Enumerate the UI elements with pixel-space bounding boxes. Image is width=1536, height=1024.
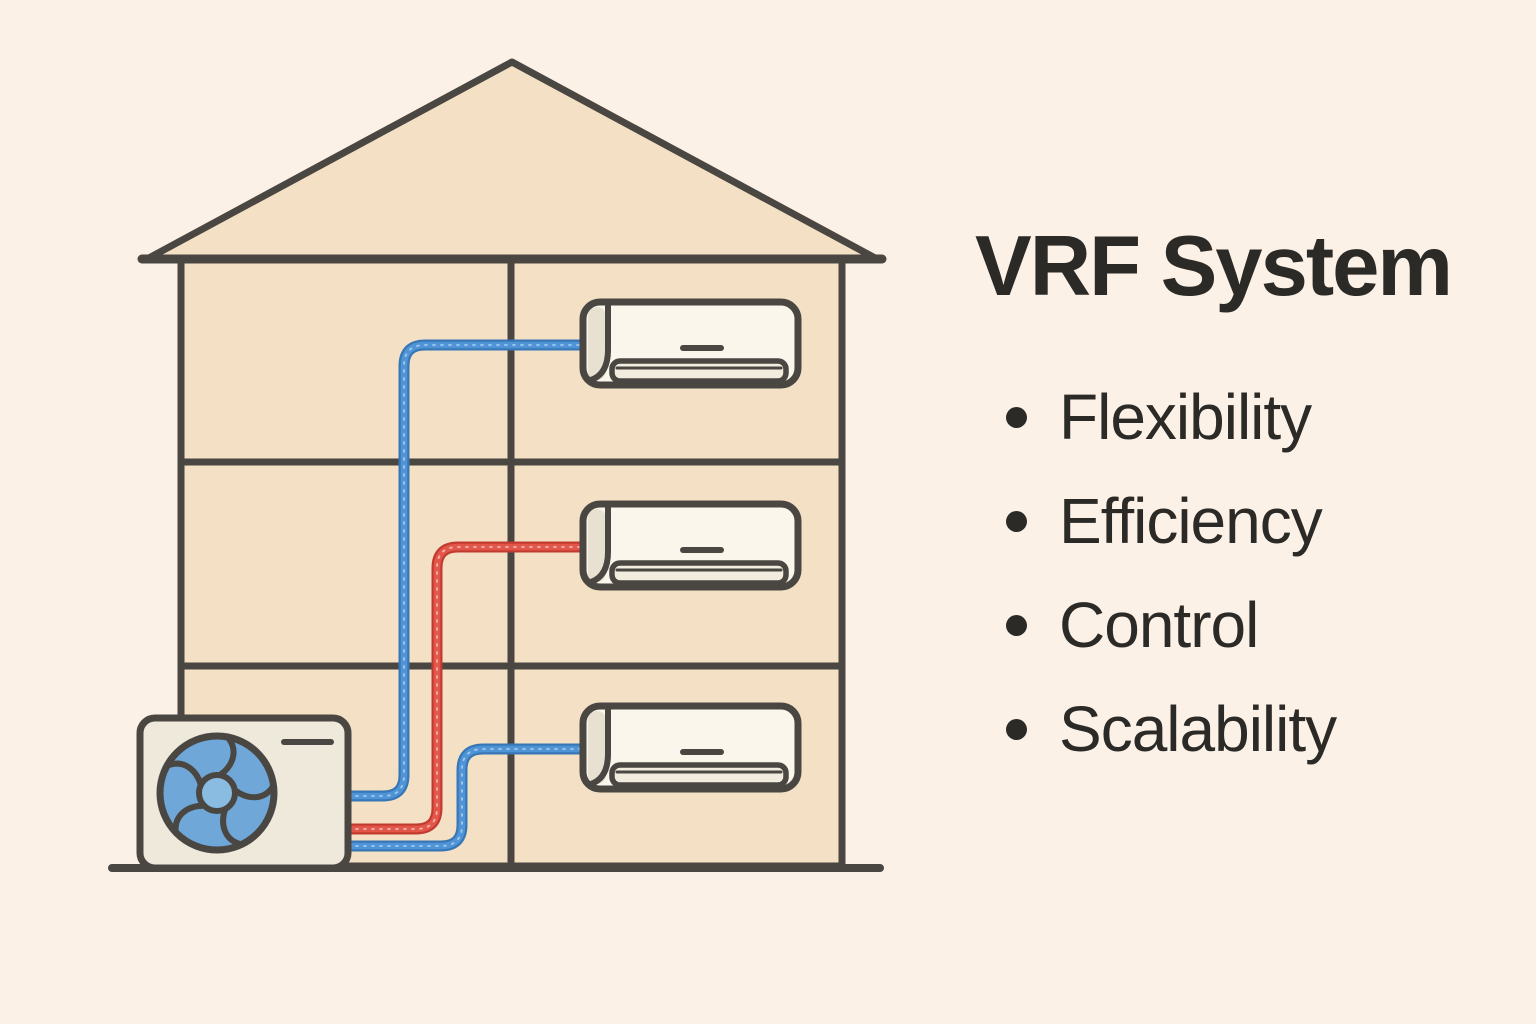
page-title: VRF System [975,219,1453,314]
vrf-house-diagram [108,58,887,872]
bullet-dot-icon [1006,615,1027,636]
refrigerant-pipe-blue-bottom [342,743,596,852]
outdoor-condenser-unit-icon [136,714,352,872]
benefit-item-scalability: Scalability [975,697,1337,761]
bullet-dot-icon [1006,511,1027,532]
fan-icon [156,732,278,854]
refrigerant-pipe-red-middle [342,541,596,835]
benefits-list: Flexibility Efficiency Control Scalabili… [975,385,1337,802]
roof [143,58,881,263]
benefit-item-control: Control [975,593,1336,657]
indoor-ac-unit-middle [583,504,798,587]
benefit-label: Efficiency [1059,485,1323,557]
refrigerant-pipe-blue-top [342,339,596,802]
indoor-ac-unit-top [583,302,798,385]
benefit-label: Control [1059,589,1259,661]
refrigerant-pipes [342,339,596,852]
indoor-ac-unit-bottom [583,706,798,789]
benefit-item-efficiency: Efficiency [975,489,1336,553]
benefit-item-flexibility: Flexibility [975,385,1336,449]
benefit-label: Flexibility [1059,381,1312,453]
info-panel: VRF System Flexibility Efficiency Contro… [975,0,1515,1024]
bullet-dot-icon [1006,719,1027,740]
benefit-label: Scalability [1059,693,1337,765]
bullet-dot-icon [1006,407,1027,428]
